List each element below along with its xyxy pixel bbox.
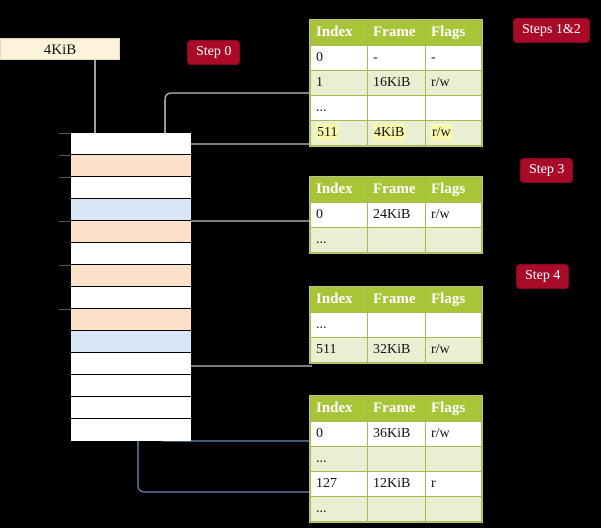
column-header-frame: Frame [367, 396, 426, 422]
table-cell-frame: 36KiB [367, 421, 426, 447]
table-cell-index: 511 [310, 120, 368, 146]
table-cell-frame: 4KiB [367, 120, 426, 146]
table-cell-flags [425, 496, 482, 522]
step-badge: Steps 1&2 [514, 19, 589, 42]
physical-memory-column [59, 133, 191, 441]
table-cell-flags [425, 95, 482, 121]
table-cell-flags: r [425, 471, 482, 497]
table-cell-index: 0 [310, 202, 368, 228]
memory-frame-row [71, 397, 191, 419]
table-row[interactable]: ... [310, 95, 482, 121]
table-row[interactable]: ... [310, 446, 482, 472]
table-cell-index: 127 [310, 471, 368, 497]
memory-frame-row [71, 331, 191, 353]
column-header-index: Index [310, 287, 368, 313]
table-row[interactable]: 511 4KiB r/w [310, 120, 482, 146]
column-header-flags: Flags [425, 287, 482, 313]
table-cell-flags: r/w [425, 70, 482, 96]
step-badge: Step 0 [188, 41, 240, 64]
table-cell-frame: 16KiB [367, 70, 426, 96]
table-cell-flags: - [425, 45, 482, 71]
table-cell-frame: 32KiB [367, 337, 426, 363]
table-cell-frame [367, 95, 426, 121]
memory-row-tick [59, 155, 70, 156]
column-header-frame: Frame [367, 20, 426, 46]
table-row[interactable]: ... [310, 227, 482, 253]
table-cell-frame [367, 312, 426, 338]
table-cell-frame: - [367, 45, 426, 71]
memory-frame-row [71, 221, 191, 243]
highlighted-value: 511 [316, 124, 339, 141]
source-frame-box: 4KiB [0, 38, 120, 60]
memory-frame-row [71, 353, 191, 375]
table-cell-index: ... [310, 496, 368, 522]
table-cell-index: 0 [310, 45, 368, 71]
highlighted-value: r/w [431, 124, 452, 141]
memory-row-tick [59, 309, 70, 310]
table-cell-flags [425, 446, 482, 472]
table-cell-flags: r/w [425, 120, 482, 146]
table-row[interactable]: 0-- [310, 45, 482, 71]
table-cell-frame [367, 496, 426, 522]
memory-frame-row [71, 177, 191, 199]
table-cell-frame: 24KiB [367, 202, 426, 228]
column-header-frame: Frame [367, 287, 426, 313]
table-cell-frame [367, 227, 426, 253]
highlighted-value: 4KiB [373, 124, 406, 141]
column-header-flags: Flags [425, 396, 482, 422]
memory-frame-row [71, 199, 191, 221]
table-cell-flags: r/w [425, 337, 482, 363]
table-cell-index: ... [310, 446, 368, 472]
table-cell-index: 511 [310, 337, 368, 363]
memory-frame-row [71, 265, 191, 287]
memory-frame-row [71, 309, 191, 331]
table-cell-index: 1 [310, 70, 368, 96]
memory-frame-row [71, 287, 191, 309]
memory-row-tick [59, 133, 70, 134]
table-cell-index: 0 [310, 421, 368, 447]
memory-row-tick [59, 221, 70, 222]
table-row[interactable]: ... [310, 496, 482, 522]
table-cell-index: ... [310, 95, 368, 121]
column-header-index: Index [310, 396, 368, 422]
table-cell-frame [367, 446, 426, 472]
memory-frame-row [71, 243, 191, 265]
table-cell-flags [425, 312, 482, 338]
table-cell-flags [425, 227, 482, 253]
column-header-flags: Flags [425, 177, 482, 203]
step-badge: Step 4 [517, 265, 569, 288]
column-header-index: Index [310, 177, 368, 203]
column-header-flags: Flags [425, 20, 482, 46]
column-header-index: Index [310, 20, 368, 46]
table-cell-frame: 12KiB [367, 471, 426, 497]
table-cell-index: ... [310, 227, 368, 253]
source-frame-label: 4KiB [43, 42, 77, 58]
memory-frame-row [71, 419, 191, 441]
memory-frame-row [71, 133, 191, 155]
table-cell-flags: r/w [425, 202, 482, 228]
memory-frame-row [71, 155, 191, 177]
table-cell-flags: r/w [425, 421, 482, 447]
step-badge: Step 3 [521, 159, 573, 182]
memory-row-tick [59, 177, 70, 178]
table-row[interactable]: ... [310, 312, 482, 338]
table-cell-index: ... [310, 312, 368, 338]
column-header-frame: Frame [367, 177, 426, 203]
memory-frame-row [71, 375, 191, 397]
memory-row-tick [59, 265, 70, 266]
